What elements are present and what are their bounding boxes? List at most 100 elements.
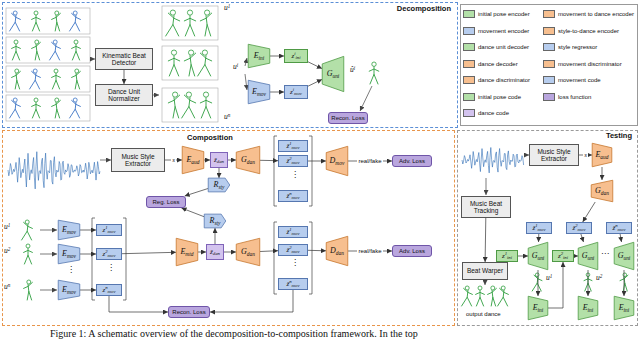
- stick-figure: [52, 69, 61, 89]
- node-label: Reg. Loss: [152, 199, 179, 205]
- math-symbol: ẑ1mov: [286, 143, 299, 150]
- math-symbol: Ddan: [330, 247, 344, 255]
- encoder-block: Emov: [248, 80, 270, 104]
- flow-arrow: [152, 95, 159, 96]
- text-part: u: [596, 273, 600, 282]
- legend-swatch: [463, 93, 475, 101]
- connector-arrow: [308, 62, 322, 69]
- flow-arrow: [486, 178, 487, 195]
- connector-arrow: [182, 208, 205, 217]
- node-label: Dance Unit Normalizer: [96, 88, 152, 102]
- legend-swatch: [463, 109, 475, 117]
- text-part: mov: [335, 160, 344, 166]
- text-part: n: [289, 279, 291, 284]
- text-part: mov: [67, 253, 76, 259]
- legend-label: loss function: [558, 92, 591, 102]
- legend-label: movement to dance encoder: [558, 9, 634, 19]
- flow-arrow: [40, 290, 57, 291]
- text-part: 1: [550, 273, 553, 279]
- stick-figure: [52, 11, 61, 31]
- text-part: mov: [292, 249, 300, 254]
- code-box: ẑnmov: [278, 190, 308, 202]
- stick-figure: [198, 50, 212, 76]
- legend-label: initial pose code: [478, 92, 521, 102]
- legend-swatch: [543, 10, 555, 18]
- text-part: i: [237, 62, 238, 68]
- text-part: u: [224, 112, 228, 121]
- code-box: ẑnmov: [606, 222, 632, 234]
- text-part: ini: [259, 55, 265, 61]
- connector-arrow: [198, 252, 206, 253]
- connector-arrow: [270, 92, 284, 93]
- text-part: E: [62, 225, 67, 234]
- code-box: ẑ2mov: [278, 244, 308, 256]
- text-part: 2: [105, 249, 107, 254]
- text-part: mov: [67, 289, 76, 295]
- stick-figure: [200, 10, 211, 36]
- text-part: 1: [505, 251, 507, 256]
- text-part: mov: [108, 289, 116, 294]
- audio-waveform: [8, 152, 100, 189]
- text-part: E: [254, 51, 259, 60]
- decoder-block: Gdan: [591, 180, 613, 202]
- math-symbol: Eini: [533, 304, 544, 312]
- connector-arrow: [308, 161, 326, 162]
- connector-arrow: [485, 218, 487, 262]
- text-part: i: [293, 87, 294, 92]
- text-part: ẑ: [612, 224, 615, 232]
- text-part: uni: [623, 255, 630, 261]
- flow-arrow: [40, 254, 57, 255]
- decoder-block: Guni: [528, 242, 548, 270]
- panel-frame: CompositionMusic Style ExtractorEaudẑdan…: [2, 130, 455, 326]
- text-part: dan: [217, 159, 224, 164]
- text-part: E: [180, 247, 185, 256]
- text-part: mov: [292, 195, 300, 200]
- encoder-block: Eaud: [592, 143, 612, 167]
- code-box: ẑdan: [210, 152, 228, 168]
- legend-label: dance decoder: [478, 59, 518, 69]
- block-shape: [236, 238, 260, 265]
- block-shape: [58, 280, 80, 300]
- text-part: û: [350, 65, 354, 74]
- ellipsis-mark: ⋮: [291, 259, 299, 267]
- text-part: 2: [561, 251, 563, 256]
- stick-figure: [70, 11, 81, 31]
- text-part: u: [4, 246, 8, 255]
- symbol-label: u2: [596, 274, 602, 282]
- ellipsis-mark: ⋮: [291, 171, 299, 179]
- math-symbol: Dmov: [330, 157, 345, 165]
- flow-arrow: [100, 160, 111, 161]
- math-symbol: ẑ2mov: [286, 247, 299, 254]
- block-shape: [176, 238, 198, 265]
- stick-figure: [50, 40, 61, 60]
- code-box: z1mov: [96, 224, 122, 236]
- block-shape: [58, 244, 80, 264]
- edge-label: real/fake: [357, 248, 382, 254]
- decoder-block: Ddan: [326, 236, 348, 266]
- stick-figure: [32, 98, 41, 118]
- text-part: dan: [247, 251, 255, 257]
- math-symbol: Eini: [619, 304, 630, 312]
- connector-arrow: [308, 250, 326, 252]
- math-symbol: Eaud: [595, 151, 608, 159]
- math-symbol: Emov: [62, 226, 76, 234]
- code-box: z2ini: [552, 250, 574, 262]
- text-part: mov: [294, 91, 302, 96]
- legend-swatch: [543, 76, 555, 84]
- stick-figure: [12, 40, 21, 60]
- stick-figure: [24, 280, 33, 300]
- panel-title: Decomposition: [397, 5, 451, 13]
- text-part: mov: [578, 227, 586, 232]
- process-box: Dance Unit Normalizer: [95, 84, 153, 106]
- text-part: u: [4, 222, 8, 231]
- decoder-block: Gdan: [236, 146, 260, 174]
- pose-frame: [162, 6, 218, 40]
- connector-arrow: [308, 79, 322, 86]
- flow-arrow: [245, 74, 247, 90]
- connector-arrow: [260, 160, 278, 161]
- connector-arrow: [80, 254, 96, 255]
- math-symbol: Gdan: [595, 187, 609, 195]
- symbol-label: u1: [546, 274, 552, 282]
- edge-label: s: [583, 152, 588, 159]
- math-symbol: ẑ2mov: [572, 225, 585, 232]
